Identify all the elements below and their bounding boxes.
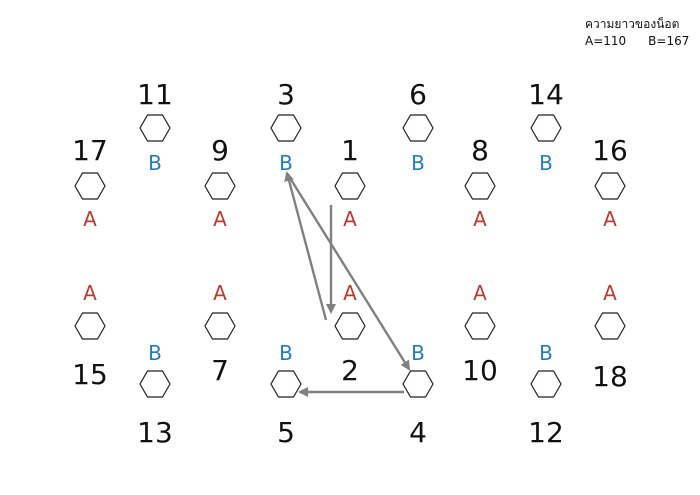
bolt-type-label: A	[473, 207, 487, 231]
bolt-type-label: B	[411, 341, 425, 365]
bolt-type-label: B	[148, 341, 162, 365]
bolt-number: 1	[341, 134, 359, 167]
legend-values: A=110 B=167	[585, 33, 689, 50]
bolt-2: 2A	[334, 281, 366, 387]
bolt-number: 17	[72, 134, 108, 167]
bolt-length-legend: ความยาวของน็อต A=110 B=167	[585, 16, 689, 50]
bolt-3: 3B	[270, 78, 302, 175]
bolt-6: 6B	[402, 78, 434, 175]
bolt-type-label: B	[279, 341, 293, 365]
bolt-hexagon-icon	[270, 114, 302, 142]
bolt-type-label: A	[213, 207, 227, 231]
arrow-3-to-4	[288, 177, 411, 371]
bolt-type-label: B	[411, 151, 425, 175]
bolt-10: 10 A	[462, 281, 498, 387]
bolt-number: 15	[72, 358, 108, 391]
bolt-number: 13	[137, 416, 173, 449]
bolt-type-label: B	[279, 151, 293, 175]
bolt-type-label: A	[83, 281, 97, 305]
legend-b-value: B=167	[648, 34, 690, 48]
bolt-number: 12	[528, 416, 564, 449]
bolt-type-label: B	[148, 151, 162, 175]
bolt-type-label: A	[603, 281, 617, 305]
bolt-hexagon-icon	[139, 114, 171, 142]
bolt-number: 3	[277, 78, 295, 111]
legend-title: ความยาวของน็อต	[585, 17, 680, 31]
bolt-12: 12 B	[528, 341, 564, 449]
bolt-hexagon-icon	[594, 172, 626, 200]
bolt-type-label: B	[539, 341, 553, 365]
bolt-hexagon-icon	[334, 172, 366, 200]
bolt-8: 8A	[464, 134, 496, 231]
bolt-hexagon-icon	[204, 172, 236, 200]
bolt-number: 14	[528, 78, 564, 111]
bolt-type-label: B	[539, 151, 553, 175]
bolt-hexagon-icon	[74, 172, 106, 200]
bolt-type-label: A	[213, 281, 227, 305]
bolt-hexagon-icon	[530, 370, 562, 398]
bolt-hexagon-icon	[464, 172, 496, 200]
bolt-18: 18 A	[592, 281, 628, 393]
bolt-number: 4	[409, 416, 427, 449]
bolt-hexagon-icon	[402, 370, 434, 398]
bolt-type-label: A	[83, 207, 97, 231]
bolt-number: 16	[592, 134, 628, 167]
bolt-hexagon-icon	[204, 312, 236, 340]
sequence-arrows	[284, 171, 411, 397]
bolt-type-label: A	[343, 281, 357, 305]
bolt-number: 11	[137, 78, 173, 111]
bolt-number: 5	[277, 416, 295, 449]
bolt-15: 15 A	[72, 281, 108, 391]
bolt-hexagon-icon	[74, 312, 106, 340]
bolt-11: 11B	[137, 78, 173, 175]
bolt-number: 2	[341, 354, 359, 387]
bolt-hexagon-icon	[334, 312, 366, 340]
bolt-7: 7A	[204, 281, 236, 387]
bolt-number: 10	[462, 354, 498, 387]
arrow-2-to-3	[284, 171, 328, 321]
bolt-hexagon-icon	[530, 114, 562, 142]
bolt-hexagon-icon	[139, 370, 171, 398]
bolt-number: 9	[211, 134, 229, 167]
bolt-14: 14B	[528, 78, 564, 175]
bolt-type-label: A	[603, 207, 617, 231]
bolt-type-label: A	[343, 207, 357, 231]
bolt-number: 18	[592, 360, 628, 393]
bolt-number: 8	[471, 134, 489, 167]
bolt-16: 16A	[592, 134, 628, 231]
bolt-1: 1A	[334, 134, 366, 231]
bolt-hexagon-icon	[270, 370, 302, 398]
bolt-type-label: A	[473, 281, 487, 305]
bolt-9: 9A	[204, 134, 236, 231]
bolt-4: 4B	[402, 341, 434, 449]
bolt-13: 13 B	[137, 341, 173, 449]
legend-a-value: A=110	[585, 34, 627, 48]
bolt-number: 7	[211, 354, 229, 387]
bolt-hexagon-icon	[464, 312, 496, 340]
bolt-17: 17A	[72, 134, 108, 231]
bolt-number: 6	[409, 78, 427, 111]
bolt-hexagon-icon	[594, 312, 626, 340]
bolt-5: 5B	[270, 341, 302, 449]
bolt-hexagon-icon	[402, 114, 434, 142]
